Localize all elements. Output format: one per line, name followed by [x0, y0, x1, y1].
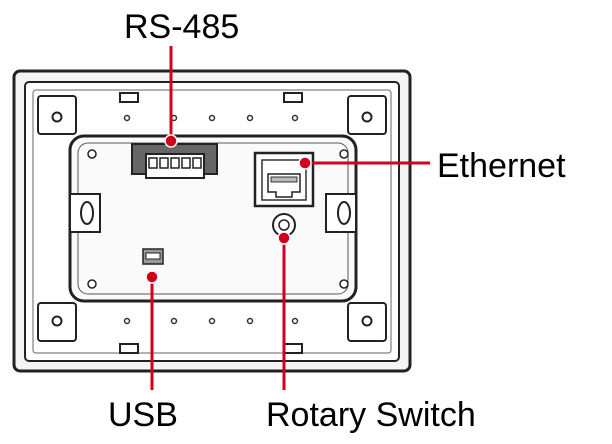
label-usb: USB	[108, 396, 178, 434]
rivet-top-1	[123, 114, 131, 122]
module-screw-bottom-left	[87, 279, 97, 289]
module-screw-top-left	[87, 149, 97, 159]
rivet-top-4	[246, 114, 254, 122]
rs485-pin	[181, 157, 191, 169]
rs485-pins	[148, 157, 202, 169]
clip-bottom-right	[283, 343, 303, 354]
rotary-switch	[272, 213, 296, 237]
leader-dots	[145, 134, 312, 284]
rivet-bottom-5	[291, 317, 299, 325]
label-rotary-switch: Rotary Switch	[266, 396, 476, 434]
frame-inner-edge	[32, 89, 392, 354]
rivet-dots	[123, 114, 299, 325]
rivet-bottom-4	[246, 317, 254, 325]
clip-bottom-left	[119, 343, 139, 354]
side-latch-right-slot	[337, 201, 351, 225]
side-latch-left-slot	[80, 201, 94, 225]
leader-dot-rs485	[164, 134, 178, 148]
clip-top-left	[119, 92, 139, 103]
label-rs485: RS-485	[124, 8, 240, 46]
corner-hole-bottom-left	[51, 315, 63, 327]
usb-opening	[145, 252, 161, 260]
rivet-top-3	[208, 114, 216, 122]
leader-dot-ethernet	[298, 156, 312, 170]
side-latches	[69, 193, 357, 233]
label-ethernet: Ethernet	[437, 147, 566, 185]
rivet-top-5	[291, 114, 299, 122]
corner-holes	[51, 111, 373, 327]
usb-port	[142, 248, 164, 265]
rivet-bottom-2	[170, 317, 178, 325]
rs485-pin	[148, 157, 158, 169]
leader-dot-usb	[145, 270, 159, 284]
leader-lines	[150, 46, 430, 390]
rs485-pin	[192, 157, 202, 169]
clip-top-right	[283, 92, 303, 103]
rs485-pin	[159, 157, 169, 169]
rivet-bottom-3	[208, 317, 216, 325]
module-screws	[87, 149, 349, 289]
rs485-terminal-block	[131, 143, 218, 179]
leader-dot-rotary	[277, 231, 291, 245]
corner-hole-top-left	[51, 111, 63, 123]
module-screw-bottom-right	[339, 279, 349, 289]
module-screw-top-right	[339, 149, 349, 159]
ethernet-contacts	[270, 176, 298, 183]
rivet-bottom-1	[123, 317, 131, 325]
rs485-pin	[170, 157, 180, 169]
corner-hole-top-right	[361, 111, 373, 123]
corner-hole-bottom-right	[361, 315, 373, 327]
rotary-switch-knob	[278, 219, 290, 231]
